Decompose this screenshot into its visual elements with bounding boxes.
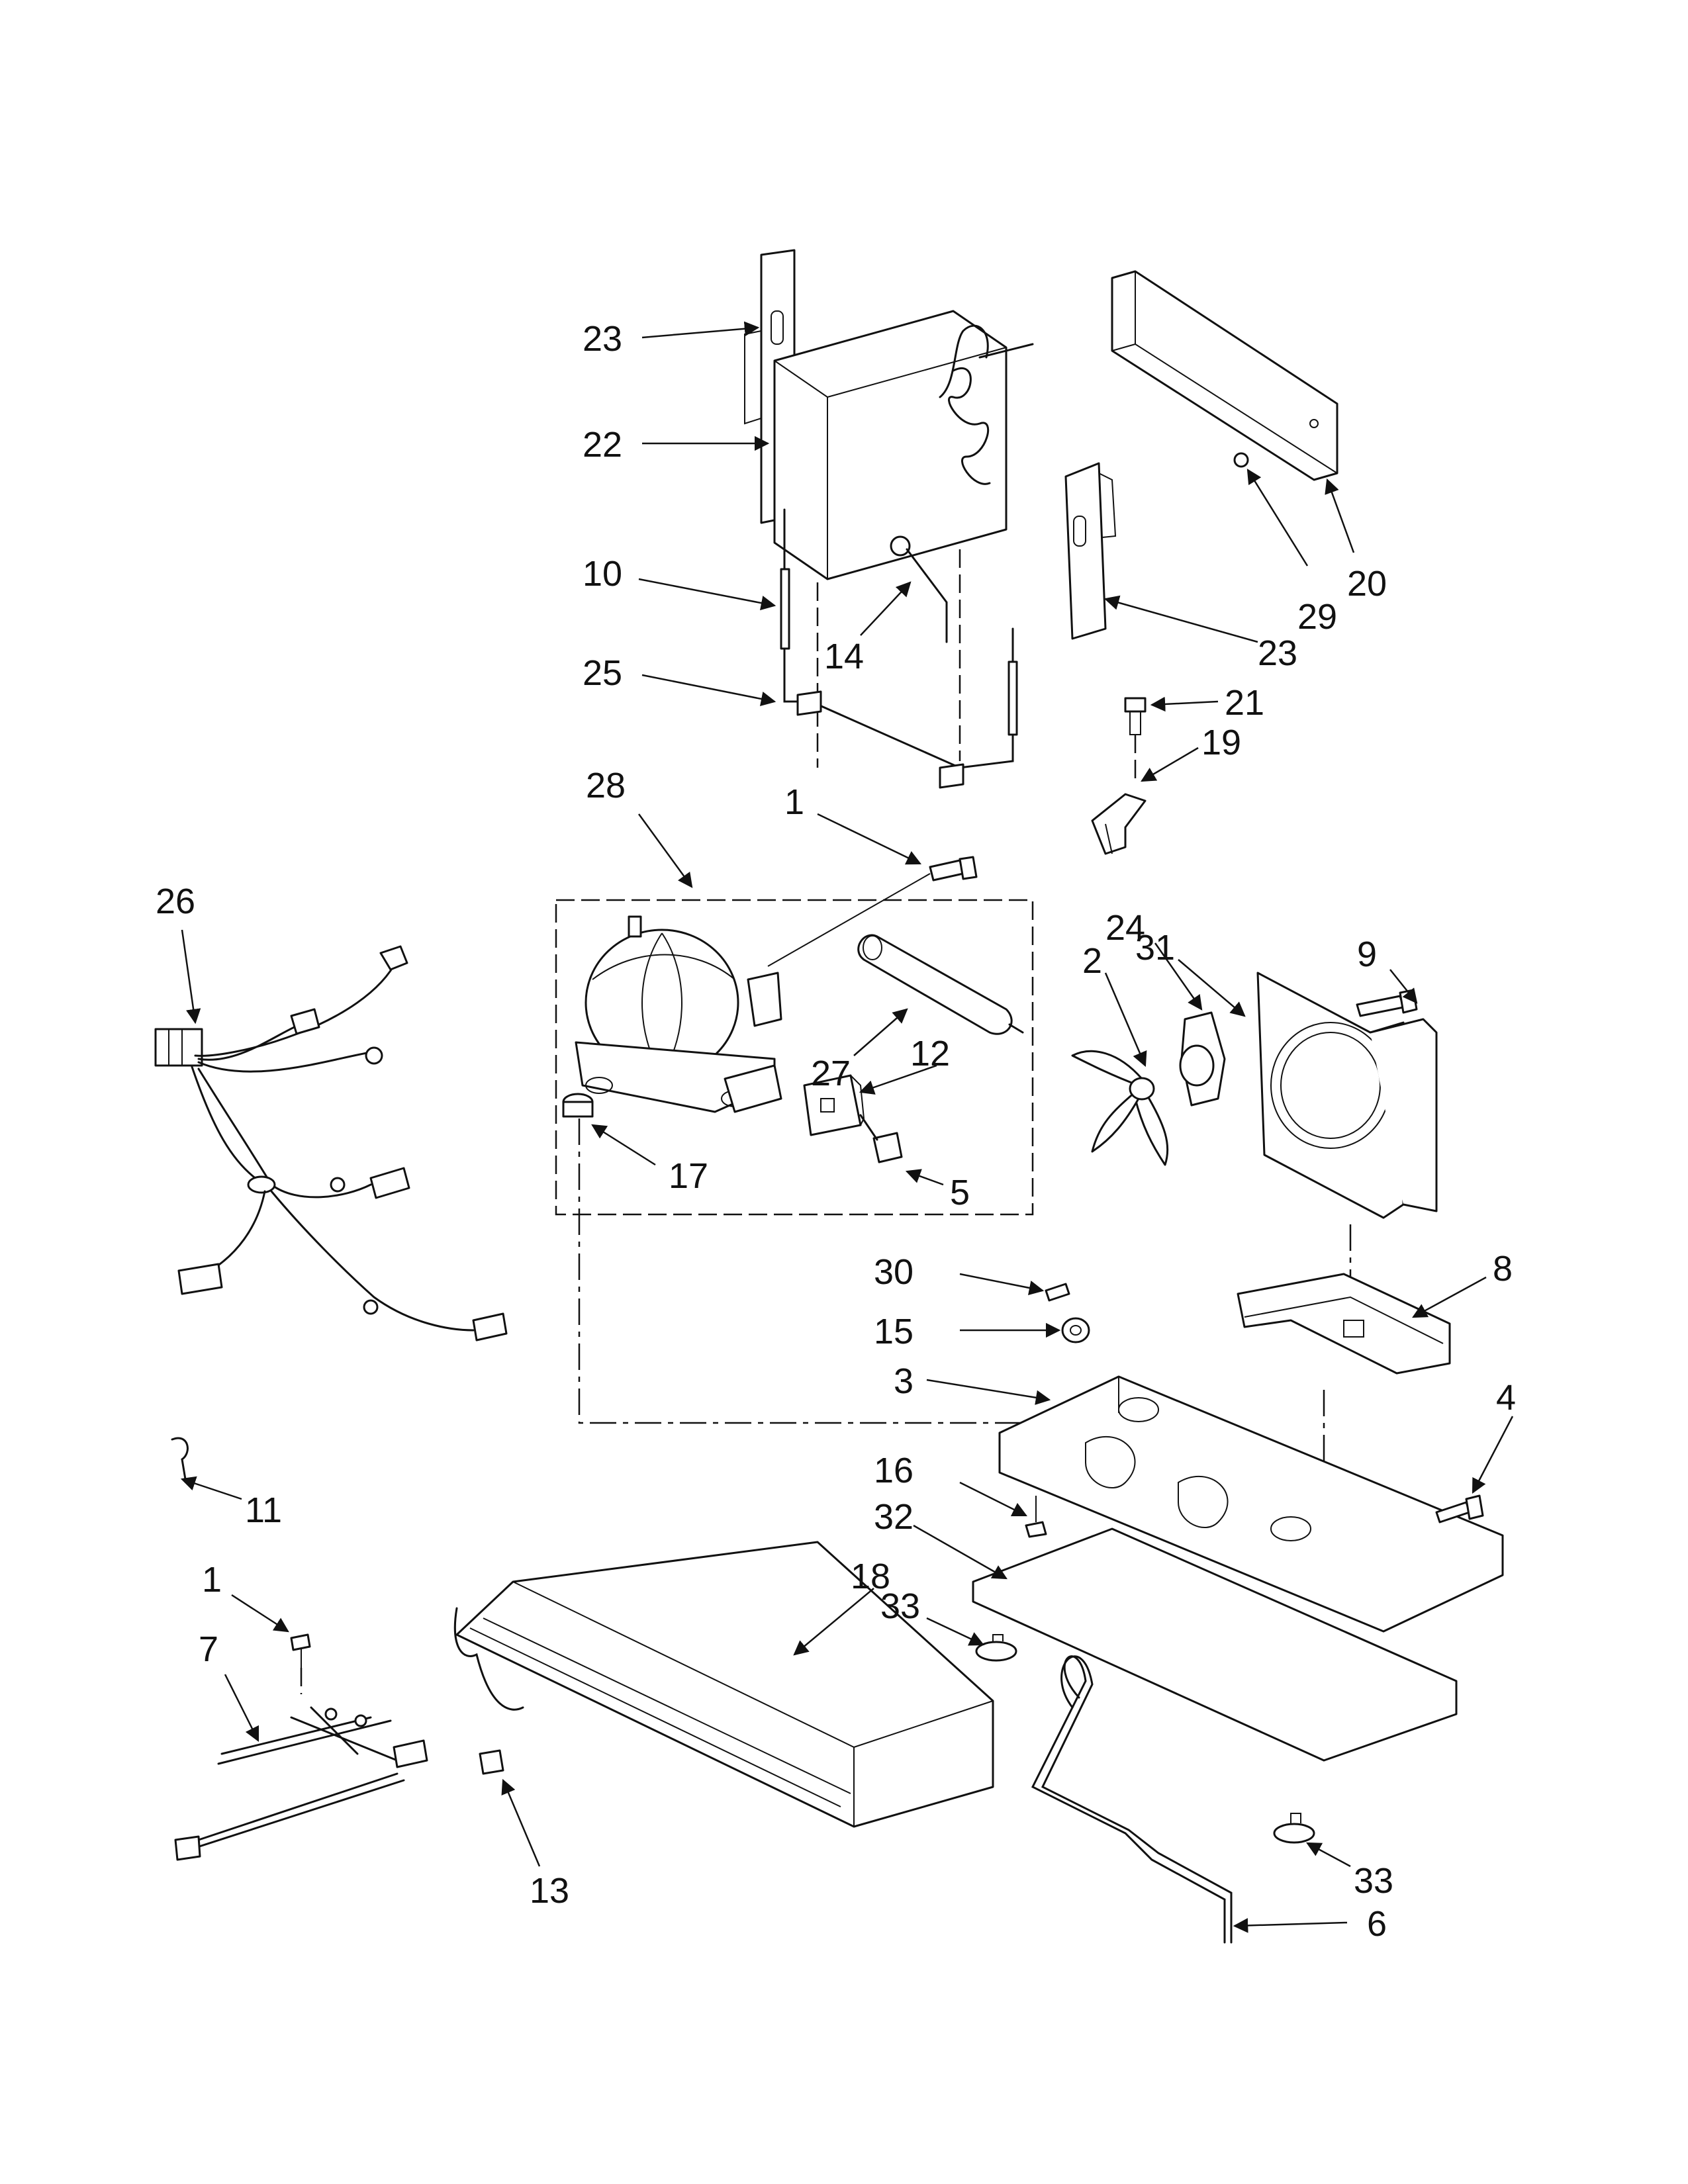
compressor-base-plate <box>998 1375 1504 1633</box>
callout-4: 4 <box>1496 1378 1516 1418</box>
callout-25: 25 <box>583 653 622 693</box>
leader-lines <box>180 321 1514 1933</box>
fan-shroud <box>1256 972 1438 1219</box>
callout-22: 22 <box>583 425 622 465</box>
overload-protector <box>859 1114 903 1163</box>
compressor-bolt <box>767 856 978 967</box>
screw-16 <box>1025 1496 1047 1538</box>
callout-5: 5 <box>950 1173 970 1212</box>
drain-tube-6 <box>1031 1655 1233 1944</box>
compressor <box>575 915 782 1113</box>
foot-33-left <box>975 1634 1017 1662</box>
fan-blade <box>1071 1050 1169 1166</box>
callout-labels: 23 22 10 14 25 23 20 29 21 19 28 1 26 27… <box>156 319 1516 1944</box>
callout-33-left: 33 <box>880 1586 920 1626</box>
callout-29: 29 <box>1297 597 1337 637</box>
wire-harness-7 <box>174 1706 428 1861</box>
callout-19: 19 <box>1201 723 1241 762</box>
drain-line-cut <box>816 549 961 768</box>
compressor-grommet <box>562 1093 594 1118</box>
wire-harness <box>154 945 508 1342</box>
shroud-screw <box>1356 989 1418 1017</box>
callout-18: 18 <box>851 1557 890 1596</box>
callout-8: 8 <box>1493 1249 1513 1289</box>
callout-23-upper: 23 <box>583 319 622 359</box>
screw-4 <box>1435 1494 1484 1524</box>
callout-3: 3 <box>894 1361 914 1401</box>
callout-1-upper: 1 <box>784 782 804 822</box>
fan-bracket <box>1237 1273 1451 1375</box>
compressor-group-outline <box>555 899 1034 1216</box>
callout-6: 6 <box>1367 1904 1387 1944</box>
callout-14: 14 <box>824 637 864 676</box>
callout-13: 13 <box>530 1871 569 1911</box>
condenser-clip <box>479 1749 504 1775</box>
defrost-thermostat <box>890 535 948 643</box>
bracket-19 <box>1091 793 1147 855</box>
callout-20: 20 <box>1347 564 1387 604</box>
defrost-heater <box>780 508 1018 789</box>
callout-2: 2 <box>1082 941 1102 981</box>
evaporator-bracket-right <box>1064 462 1117 640</box>
callout-10: 10 <box>583 554 622 594</box>
callout-26: 26 <box>156 882 195 921</box>
clip-11 <box>171 1437 189 1480</box>
condenser-coil <box>453 1541 994 1828</box>
callout-15: 15 <box>874 1312 914 1351</box>
evaporator-cover <box>1111 270 1338 481</box>
callout-21: 21 <box>1225 683 1264 723</box>
grommet-15 <box>1061 1317 1090 1343</box>
damper-30 <box>1045 1283 1070 1302</box>
callout-7: 7 <box>199 1629 218 1669</box>
callout-17: 17 <box>669 1156 708 1196</box>
callout-9: 9 <box>1357 934 1377 974</box>
callout-23-lower: 23 <box>1258 633 1297 673</box>
callout-27: 27 <box>811 1054 851 1093</box>
filter-drier <box>857 934 1024 1035</box>
callout-11: 11 <box>245 1490 282 1530</box>
start-relay <box>803 1074 865 1136</box>
callout-12: 12 <box>910 1034 950 1073</box>
callout-33-right: 33 <box>1354 1861 1393 1901</box>
callout-30: 30 <box>874 1252 914 1292</box>
callout-16: 16 <box>874 1451 914 1490</box>
fan-motor <box>1179 1011 1226 1107</box>
callout-1-lower: 1 <box>202 1560 222 1600</box>
callout-31: 31 <box>1135 928 1175 968</box>
callout-24: 24 <box>1105 908 1145 948</box>
drain-pan-32 <box>972 1527 1458 1762</box>
evaporator-coil <box>773 310 1034 580</box>
callout-32: 32 <box>874 1497 914 1537</box>
foot-33-right <box>1273 1813 1315 1844</box>
cover-screw <box>1233 452 1249 468</box>
screw-21 <box>1124 697 1147 781</box>
callout-28: 28 <box>586 766 626 805</box>
compressor-to-base-line <box>578 1118 1072 1424</box>
bolt-1-lower <box>290 1633 311 1694</box>
